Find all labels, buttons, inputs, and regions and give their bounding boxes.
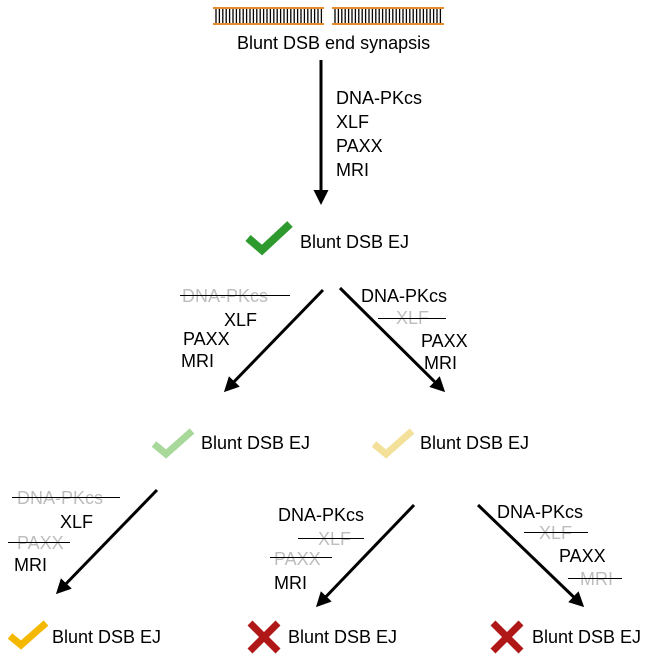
arrow-l3-right <box>476 503 585 608</box>
arrow-l3-left <box>55 488 159 595</box>
arrow-l2-left <box>223 288 325 393</box>
factor-xlf-removed: XLF <box>318 529 352 549</box>
factor-dna-pkcs: DNA-PKcs <box>336 88 423 108</box>
factor-xlf-removed: XLF <box>539 523 573 543</box>
outcome-level3-left: Blunt DSB EJ <box>52 627 162 647</box>
factor-mri: MRI <box>181 351 214 371</box>
factor-paxx-removed: PAXX <box>274 549 321 569</box>
factor-paxx-removed: PAXX <box>17 533 64 553</box>
outcome-level3-middle: Blunt DSB EJ <box>288 627 398 647</box>
factor-xlf: XLF <box>224 310 258 330</box>
strike-line <box>298 538 364 539</box>
check-icon <box>7 620 49 650</box>
strike-line <box>378 318 446 319</box>
factor-mri-removed: MRI <box>580 569 613 589</box>
strike-line <box>568 578 622 579</box>
dna-end-left <box>213 7 324 25</box>
strike-line <box>8 542 70 543</box>
factor-dna-pkcs-removed: DNA-PKcs <box>182 286 269 306</box>
factor-mri: MRI <box>424 353 457 373</box>
strike-line <box>12 497 120 498</box>
factor-paxx: PAXX <box>336 136 383 156</box>
strike-line <box>270 557 332 558</box>
outcome-level2-left: Blunt DSB EJ <box>201 433 311 453</box>
factor-paxx: PAXX <box>559 546 606 566</box>
strike-line <box>524 532 588 533</box>
factor-dna-pkcs: DNA-PKcs <box>361 286 448 306</box>
factor-dna-pkcs-removed: DNA-PKcs <box>17 488 104 508</box>
check-icon <box>151 428 195 459</box>
strike-line <box>180 295 290 296</box>
factor-dna-pkcs: DNA-PKcs <box>497 502 584 522</box>
check-icon <box>245 221 293 256</box>
factor-dna-pkcs: DNA-PKcs <box>278 505 365 525</box>
outcome-level1: Blunt DSB EJ <box>300 232 410 252</box>
outcome-level2-right: Blunt DSB EJ <box>420 433 530 453</box>
arrow-l2-right <box>338 286 446 393</box>
factor-mri: MRI <box>14 555 47 575</box>
factor-mri: MRI <box>274 573 307 593</box>
dna-end-right <box>332 7 444 25</box>
check-icon <box>371 428 415 459</box>
outcome-level3-right: Blunt DSB EJ <box>532 627 642 647</box>
cross-icon <box>247 620 281 654</box>
factor-mri: MRI <box>336 160 369 180</box>
synapsis-caption: Blunt DSB end synapsis <box>237 33 431 53</box>
cross-icon <box>490 620 524 654</box>
factor-xlf: XLF <box>60 512 94 532</box>
factor-paxx: PAXX <box>421 331 468 351</box>
factor-xlf: XLF <box>336 112 370 132</box>
arrow-l3-middle <box>315 503 416 608</box>
factor-paxx: PAXX <box>183 329 230 349</box>
